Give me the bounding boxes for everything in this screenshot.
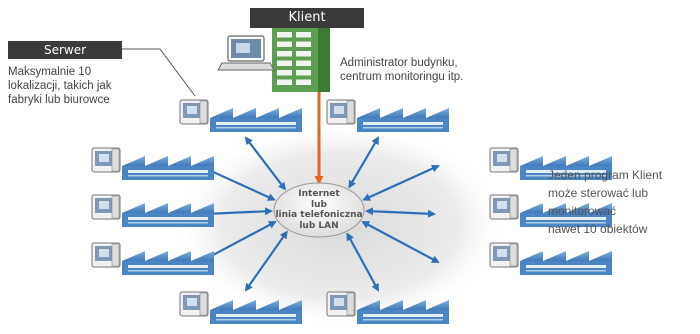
factory-with-computer-icon — [179, 291, 302, 324]
site-connection-arrow — [203, 207, 274, 218]
factory-with-computer-icon — [179, 99, 302, 132]
sites — [91, 99, 612, 324]
network-hub — [273, 182, 365, 238]
client-label: Klient — [250, 8, 364, 28]
client-description-line-1: Administrator budynku, — [340, 57, 458, 69]
site-connection-arrow — [364, 207, 436, 218]
capacity-note-line-3: monitorować — [548, 204, 617, 218]
office-building-with-computer-icon — [217, 18, 330, 92]
factory-with-computer-icon — [326, 291, 449, 324]
network-line-1: Internet — [298, 189, 340, 199]
client-description-line-2: centrum monitoringu itp. — [340, 71, 464, 83]
capacity-note-line-4: nawet 10 obiektów — [548, 222, 648, 236]
site-connection-arrow — [244, 230, 288, 292]
site-connection-arrow — [346, 232, 379, 292]
capacity-note: Jeden program Klient może sterować lub m… — [548, 166, 662, 238]
factory-with-computer-icon — [91, 147, 214, 180]
network-line-4: lub LAN — [299, 220, 339, 231]
factory-with-computer-icon — [326, 99, 449, 132]
site-connection-arrow — [244, 136, 287, 191]
factory-with-computer-icon — [489, 242, 612, 275]
server-connector-line — [122, 48, 196, 97]
factory-with-computer-icon — [91, 194, 214, 227]
site-connection-arrow — [362, 164, 440, 201]
server-description: Maksymalnie 10 lokalizacji, takich jak f… — [8, 65, 112, 107]
site-connections — [198, 136, 440, 292]
network-hub-label: Internet lub linia telefoniczna lub LAN — [274, 189, 364, 231]
network-line-2: lub — [311, 199, 327, 210]
server-description-line-2: lokalizacji, takich jak — [8, 80, 112, 92]
client-description: Administrator budynku, centrum monitorin… — [340, 56, 463, 84]
factory-with-computer-icon — [91, 242, 214, 275]
capacity-note-line-1: Jeden program Klient — [548, 168, 663, 182]
server-description-line-3: fabryki lub biurowce — [8, 94, 110, 106]
server-label: Serwer — [8, 41, 122, 59]
capacity-note-line-2: może sterować lub — [548, 186, 649, 200]
factory-with-computer-icon — [489, 194, 612, 227]
factory-with-computer-icon — [489, 147, 612, 180]
site-connection-arrow — [348, 136, 380, 189]
site-connection-arrow — [361, 221, 440, 263]
server-description-line-1: Maksymalnie 10 — [8, 66, 92, 78]
network-line-3: linia telefoniczna — [275, 210, 363, 220]
